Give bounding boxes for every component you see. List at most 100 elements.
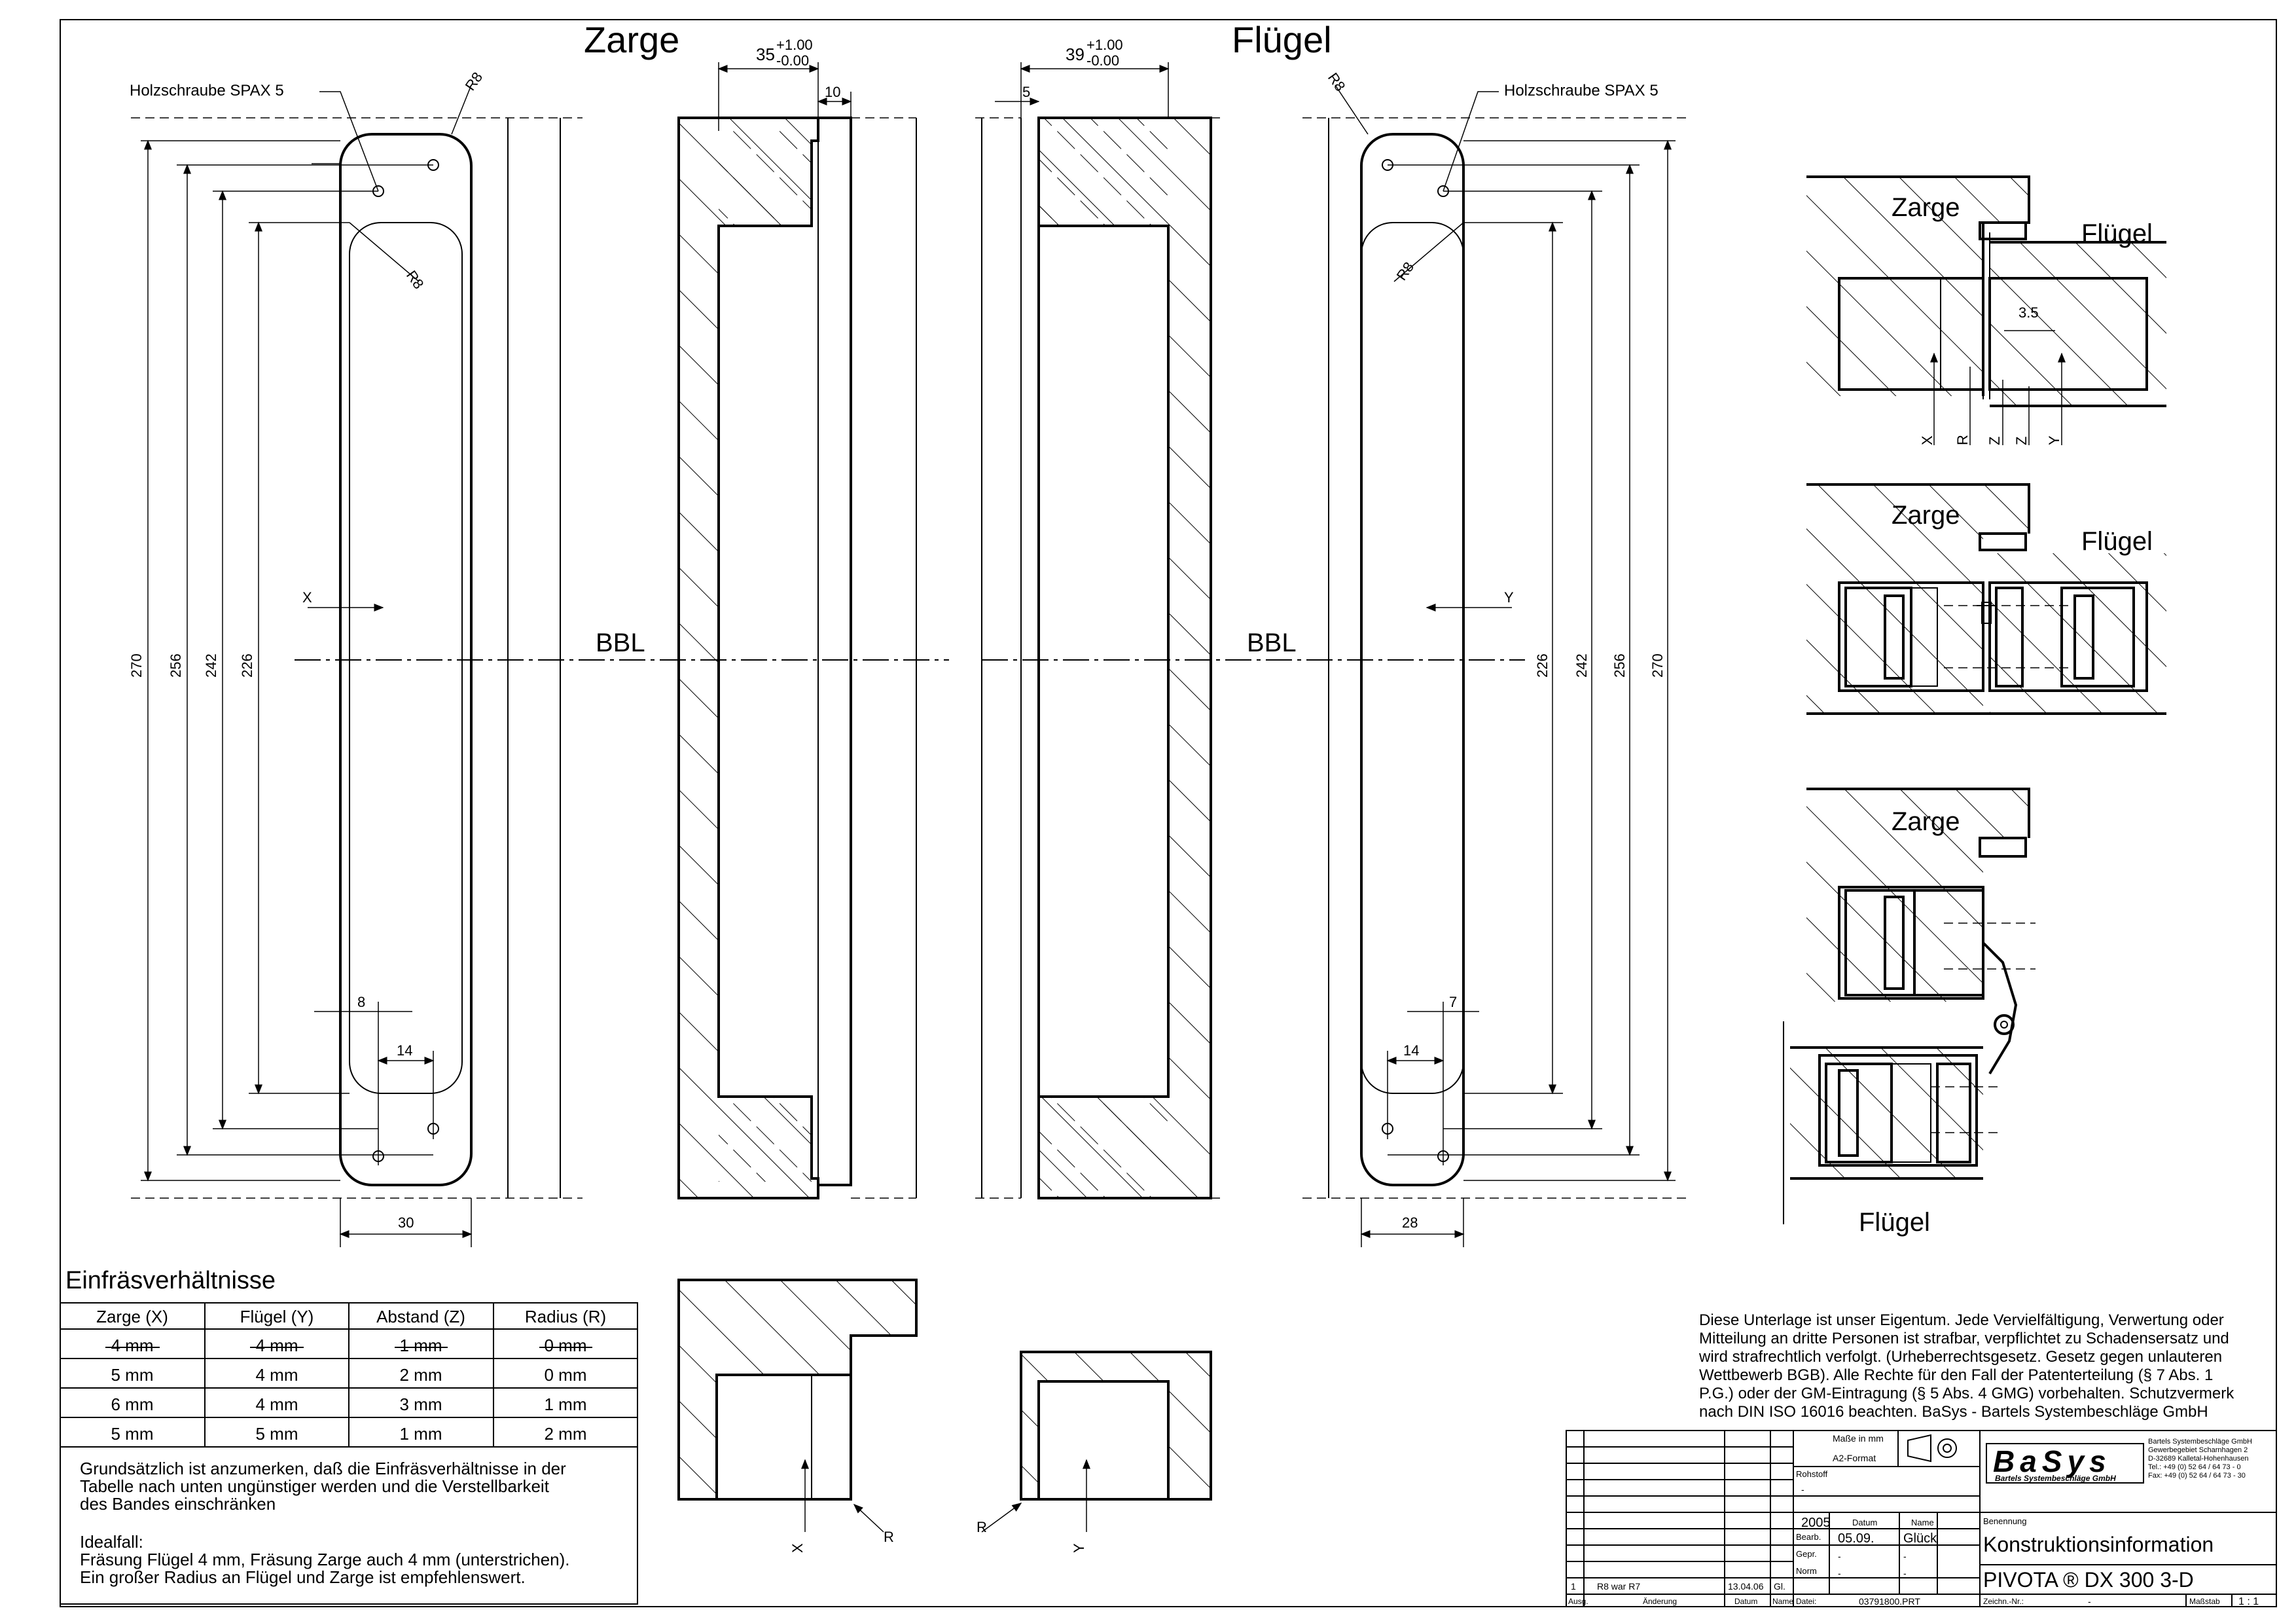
detail1-z: Z	[1986, 437, 2003, 445]
bottom-section-fluegel	[981, 1351, 1212, 1533]
bottom-fluegel-r: R	[977, 1519, 987, 1535]
fluegel-radius-top: R8	[1325, 70, 1349, 94]
bottom-section-zarge	[677, 1279, 918, 1533]
bbl-label-right: BBL	[1247, 629, 1297, 657]
detail-closed	[1806, 175, 2166, 445]
detail1-x: X	[1919, 435, 1935, 445]
table-cell: 4 mm	[256, 1395, 298, 1414]
tb-gepr-date: -	[1838, 1551, 1841, 1561]
fluegel-dim-256: 256	[1611, 653, 1628, 678]
table-cell: 5 mm	[256, 1424, 298, 1444]
fluegel-depth-5: 5	[1022, 84, 1030, 100]
zarge-dim-30: 30	[398, 1214, 414, 1231]
zarge-width-35: 35	[756, 45, 775, 64]
fluegel-dim-242: 242	[1573, 653, 1590, 678]
copyright-line: P.G.) oder der GM-Eintragung (§ 5 Abs. 4…	[1699, 1385, 2234, 1402]
zarge-section	[677, 62, 917, 1199]
company-line: D-32689 Kalletal-Hohenhausen	[2148, 1455, 2249, 1463]
table-cell: 4 mm	[111, 1336, 154, 1355]
tb-rev-name: Gl.	[1774, 1581, 1785, 1592]
tb-bearb-name: Glück	[1903, 1531, 1937, 1546]
tb-massstab: Maßstab	[2189, 1597, 2220, 1606]
detail1-r: R	[1954, 435, 1971, 445]
bottom-zarge-x: X	[789, 1543, 806, 1553]
company-line: Gewerbegebiet Scharnhagen 2	[2148, 1446, 2248, 1454]
copyright-notice: Diese Unterlage ist unser Eigentum. Jede…	[1698, 1311, 2234, 1421]
tb-zeichn-val: -	[2088, 1596, 2091, 1607]
title-zarge: Zarge	[584, 19, 679, 60]
fluegel-width-39-tol-up: +1.00	[1086, 37, 1123, 53]
tb-bearb: Bearb.	[1796, 1532, 1821, 1542]
tb-name-col: Name	[1772, 1597, 1793, 1606]
basys-logo: BaSys	[1993, 1444, 2111, 1478]
table-cell: 3 mm	[400, 1395, 442, 1414]
detail1-dim-35: 3.5	[2018, 304, 2039, 321]
table-text: Zarge (X) Flügel (Y) Abstand (Z) Radius …	[96, 1307, 606, 1444]
title-block	[1566, 1430, 2277, 1607]
tb-norm-date: -	[1838, 1568, 1841, 1578]
note-line: Ein großer Radius an Flügel und Zarge is…	[80, 1567, 526, 1587]
tb-benennung: Benennung	[1983, 1516, 2027, 1526]
tb-gepr: Gepr.	[1796, 1549, 1817, 1559]
tb-rev-date: 13.04.06	[1728, 1581, 1764, 1592]
zarge-dim-242: 242	[203, 653, 219, 678]
tb-rev-text: R8 war R7	[1597, 1581, 1640, 1592]
tb-gepr-name: -	[1903, 1551, 1907, 1561]
bottom-fluegel-y: Y	[1071, 1543, 1087, 1553]
detail3-fluegel-label: Flügel	[1859, 1208, 1930, 1237]
table-header: Zarge (X)	[96, 1307, 168, 1326]
fluegel-width-39-tol-low: -0.00	[1086, 52, 1119, 69]
fluegel-front-view	[1302, 84, 1689, 1247]
tb-title2: PIVOTA ® DX 300 3-D	[1983, 1568, 2194, 1592]
company-line: Bartels Systembeschläge GmbH	[2148, 1438, 2252, 1446]
table-header: Abstand (Z)	[376, 1307, 465, 1326]
title-fluegel: Flügel	[1232, 19, 1332, 60]
zarge-width-35-tol-up: +1.00	[776, 37, 813, 53]
tb-masse: Maße in mm	[1833, 1433, 1884, 1444]
fluegel-screw-label: Holzschraube SPAX 5	[1504, 82, 1659, 100]
zarge-dim-8: 8	[357, 994, 365, 1010]
zarge-dim-226: 226	[239, 653, 255, 678]
detail-open	[1783, 788, 2036, 1224]
detail3-zarge-label: Zarge	[1892, 807, 1960, 836]
detail1-y: Y	[2046, 435, 2062, 445]
tb-norm: Norm	[1796, 1566, 1817, 1576]
company-line: Fax: +49 (0) 52 64 / 64 73 - 30	[2148, 1472, 2246, 1480]
company-line: Tel.: +49 (0) 52 64 / 64 73 - 0	[2148, 1463, 2241, 1471]
title-block-text: Maße in mm A2-Format Rohstoff - 2005 Dat…	[1568, 1433, 2259, 1607]
copyright-line: Mitteilung an dritte Personen ist strafb…	[1699, 1330, 2229, 1347]
ratio-table	[60, 1302, 638, 1605]
detail2-zarge-label: Zarge	[1892, 501, 1960, 530]
basys-logo-sub: Bartels Systembeschläge GmbH	[1995, 1474, 2116, 1483]
tb-date: 05.09.	[1838, 1531, 1874, 1546]
tb-zeichn: Zeichn.-Nr.:	[1983, 1597, 2024, 1606]
zarge-depth-10: 10	[825, 84, 840, 100]
table-cell: 5 mm	[111, 1365, 154, 1385]
table-cell: 1 mm	[545, 1395, 587, 1414]
note-line: Tabelle nach unten ungünstiger werden un…	[80, 1476, 550, 1496]
table-header: Radius (R)	[525, 1307, 606, 1326]
fluegel-dim-y: Y	[1504, 589, 1514, 606]
tb-scale: 1 : 1	[2238, 1596, 2259, 1607]
sheet-border	[60, 19, 2277, 1607]
tb-year: 2005	[1801, 1516, 1831, 1530]
zarge-dim-270: 270	[128, 653, 145, 678]
zarge-front-view	[131, 84, 583, 1247]
table-cell: 0 mm	[545, 1365, 587, 1385]
tb-aenderung: Änderung	[1643, 1597, 1677, 1606]
tb-rohstoff: Rohstoff	[1796, 1469, 1828, 1479]
note-line: Fräsung Flügel 4 mm, Fräsung Zarge auch …	[80, 1550, 570, 1569]
tb-rohstoff-val: -	[1801, 1484, 1804, 1495]
tb-rev-no: 1	[1571, 1581, 1576, 1592]
fluegel-dim-226: 226	[1534, 653, 1551, 678]
copyright-line: nach DIN ISO 16016 beachten. BaSys - Bar…	[1699, 1403, 2208, 1421]
detail1-z2: Z	[2013, 437, 2030, 445]
zarge-width-35-tol-low: -0.00	[776, 52, 809, 69]
detail1-fluegel-label: Flügel	[2081, 219, 2153, 248]
note-line: des Bandes einschränken	[80, 1494, 276, 1514]
table-header: Flügel (Y)	[240, 1307, 314, 1326]
tb-title1: Konstruktionsinformation	[1983, 1533, 2214, 1556]
zarge-dim-256: 256	[168, 653, 184, 678]
tb-name: Name	[1911, 1518, 1934, 1527]
copyright-line: Diese Unterlage ist unser Eigentum. Jede…	[1699, 1311, 2224, 1329]
